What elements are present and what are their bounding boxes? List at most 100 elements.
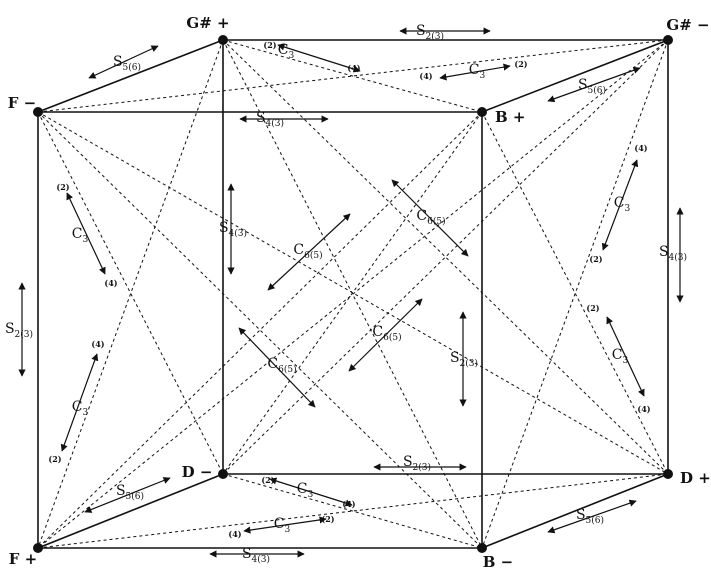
operation-symbol: S	[256, 110, 266, 126]
operation-label: S5(6)	[576, 507, 604, 526]
operation-label: S4(3)	[219, 220, 247, 239]
operation-subscript: 3	[288, 51, 294, 61]
operation-subscript: 2(3)	[413, 462, 431, 473]
order-label: (4)	[228, 529, 241, 539]
operation-arrow	[238, 327, 316, 408]
operation-subscript: 4(3)	[229, 228, 247, 239]
order-label: (2)	[589, 254, 602, 264]
operation-subscript: 3	[624, 204, 630, 214]
order-label: (2)	[586, 303, 599, 313]
operation-label: C3	[297, 481, 314, 500]
operation-symbol: S	[416, 23, 426, 39]
operation-arrow	[601, 159, 639, 251]
operation-label: C3	[274, 516, 291, 535]
operation-label: C3	[614, 195, 631, 214]
dashed-edge	[222, 39, 483, 549]
operation-label: S2(3)	[450, 350, 478, 369]
operation-subscript: 2(3)	[15, 329, 33, 340]
operation-label: S5(6)	[116, 483, 144, 502]
vertex-label: G# +	[186, 14, 229, 32]
vertex-dot	[218, 35, 228, 45]
operation-subscript: 2(3)	[426, 31, 444, 42]
operation-arrow	[88, 45, 159, 79]
operation-symbol: C	[372, 324, 383, 340]
dashed-edge	[37, 111, 483, 549]
operation-arrow	[547, 499, 637, 534]
operation-symbol: S	[219, 220, 229, 236]
order-label: (4)	[347, 63, 360, 73]
vertex-label: D −	[182, 463, 213, 481]
operation-subscript: 3	[82, 235, 88, 245]
operation-arrow	[439, 63, 511, 81]
operation-symbol: C	[469, 62, 480, 78]
operation-label: S5(6)	[578, 77, 606, 96]
solid-edge	[37, 39, 224, 113]
operation-subscript: 2(3)	[460, 358, 478, 369]
operation-symbol: C	[72, 399, 83, 415]
operation-arrow	[243, 516, 327, 534]
order-label: (2)	[514, 59, 527, 69]
vertex-dot	[33, 107, 43, 117]
operation-subscript: 4(3)	[252, 554, 270, 565]
order-labels: (2)(4)(4)(2)(2)(4)(4)(2)(4)(2)(2)(4)(2)(…	[48, 40, 650, 539]
operation-arrow	[84, 477, 171, 513]
operation-symbol: S	[113, 54, 123, 70]
operation-subscript: 3	[307, 490, 313, 500]
operation-arrow	[547, 66, 641, 103]
operation-label: S2(3)	[5, 321, 33, 340]
operation-symbol: C	[278, 42, 289, 58]
operation-subscript: 3	[284, 525, 290, 535]
operation-subscript: 3	[622, 356, 628, 366]
operation-label: C6(5)	[293, 242, 322, 261]
operation-arrow	[391, 179, 469, 257]
order-label: (4)	[91, 339, 104, 349]
operation-subscript: 5(6)	[588, 85, 606, 96]
operation-label: C3	[278, 42, 295, 61]
operation-symbol: S	[5, 321, 15, 337]
operation-labels: S5(6)S2(3)C3C3S5(6)S4(3)C3S4(3)C6(5)C6(5…	[5, 23, 687, 565]
operation-symbol: C	[274, 516, 285, 532]
order-label: (4)	[342, 499, 355, 509]
operation-label: C6(5)	[416, 208, 445, 227]
dashed-edge	[37, 473, 669, 549]
operation-arrows	[18, 27, 684, 558]
operation-label: C3	[469, 62, 486, 81]
order-label: (4)	[634, 143, 647, 153]
operation-subscript: 3	[82, 408, 88, 418]
operation-label: S4(3)	[242, 546, 270, 565]
operation-subscript: 5(6)	[586, 515, 604, 526]
order-label: (4)	[419, 71, 432, 81]
vertex-dot	[477, 107, 487, 117]
operation-label: S4(3)	[659, 244, 687, 263]
operation-arrow	[267, 213, 351, 291]
operation-symbol: C	[72, 226, 83, 242]
dashed-edge	[481, 111, 669, 475]
operation-symbol: S	[450, 350, 460, 366]
order-label: (2)	[56, 182, 69, 192]
operation-subscript: 6(5)	[304, 250, 322, 261]
operation-symbol: S	[659, 244, 669, 260]
dashed-edge	[222, 39, 483, 113]
operation-symbol: C	[612, 347, 623, 363]
vertex-labels: G# +G# −F −B +D −D +F +B −	[8, 14, 711, 571]
operation-label: S4(3)	[256, 110, 284, 129]
operation-subscript: 6(5)	[278, 364, 296, 375]
operation-symbol: S	[578, 77, 588, 93]
operation-label: S2(3)	[416, 23, 444, 42]
operation-symbol: C	[614, 195, 625, 211]
operation-symbol: C	[416, 208, 427, 224]
operation-subscript: 6(5)	[427, 216, 445, 227]
solid-edge	[37, 473, 224, 549]
operation-arrow	[277, 43, 361, 73]
operation-arrow	[348, 298, 423, 372]
operation-label: C6(5)	[372, 324, 401, 343]
vertex-dot	[33, 543, 43, 553]
operation-symbol: S	[242, 546, 252, 562]
dashed-edge	[37, 111, 669, 475]
vertex-dot	[218, 469, 228, 479]
dashed-edges	[37, 39, 669, 549]
operation-label: C6(5)	[267, 356, 296, 375]
operation-label: S5(6)	[113, 54, 141, 73]
operation-label: S2(3)	[403, 454, 431, 473]
